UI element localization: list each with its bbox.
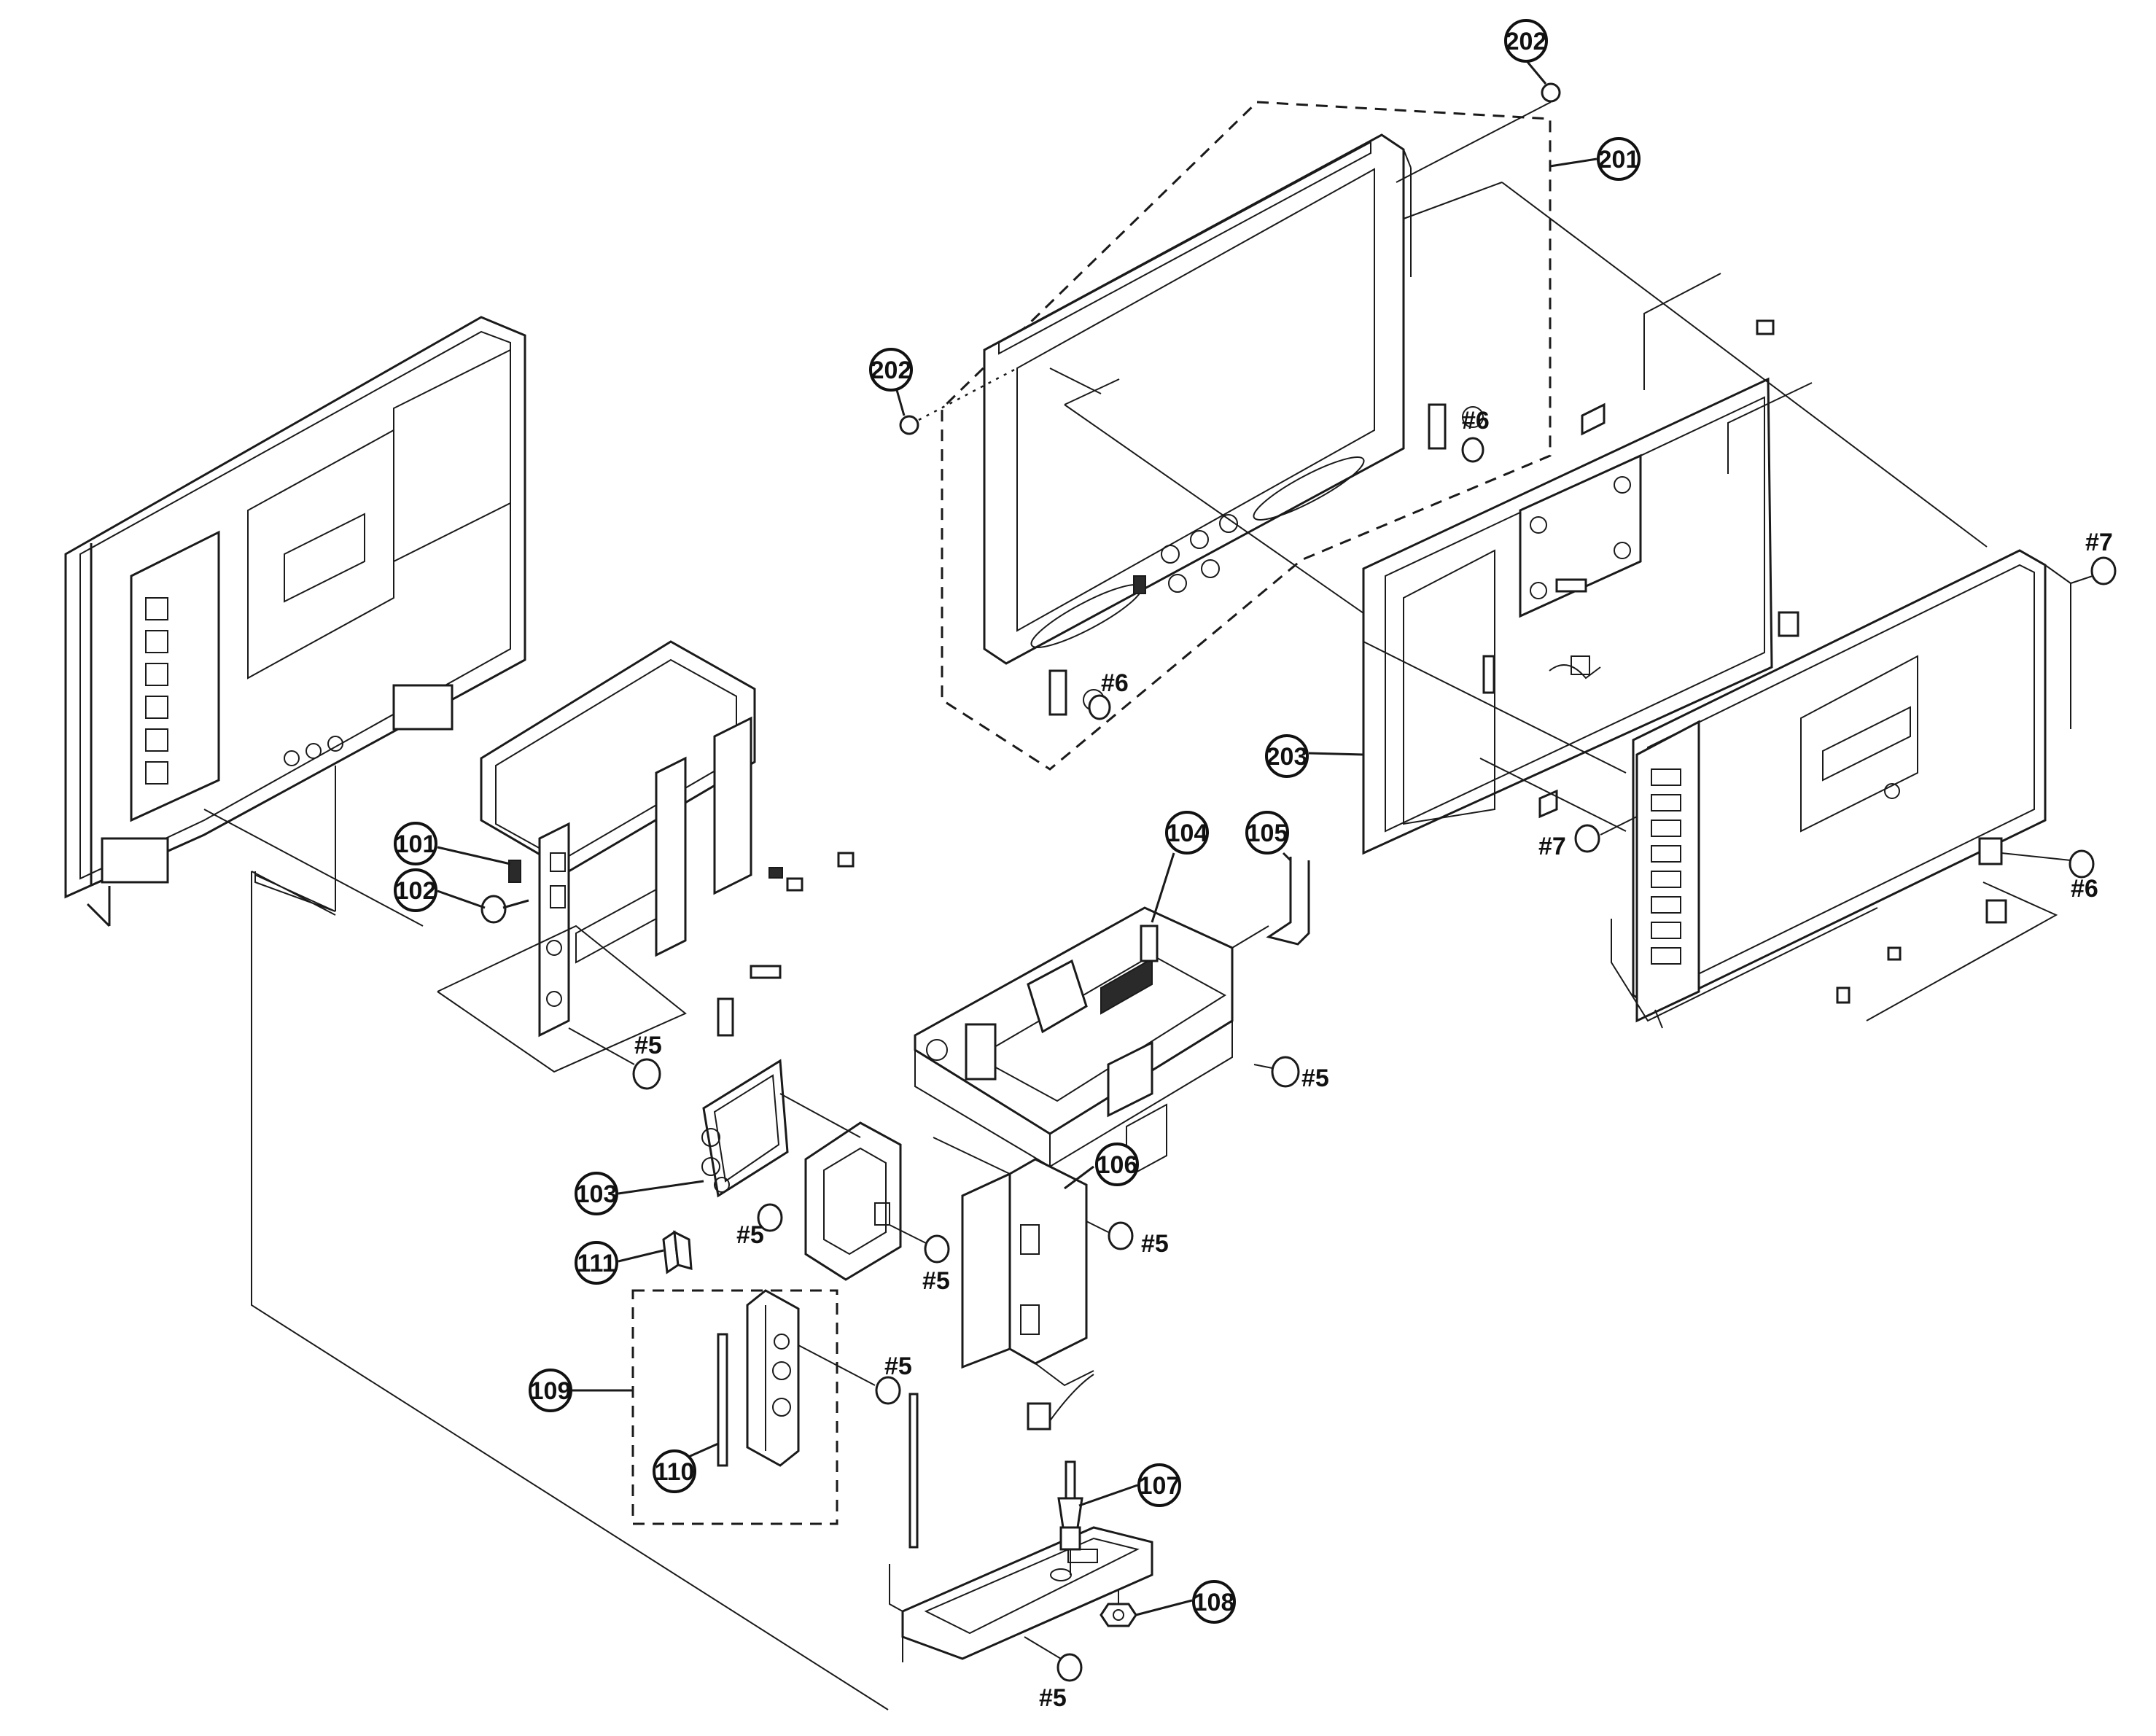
callout-106: 106 [1064, 1143, 1139, 1190]
screw-label-5: #5 [634, 1032, 662, 1059]
left-leader-lines [203, 766, 424, 927]
callout-202-top-label: 202 [1506, 28, 1547, 55]
callout-202-left-label: 202 [871, 357, 912, 384]
panel-203 [1362, 273, 1813, 855]
callout-104: 104 [1151, 811, 1209, 923]
group-109 [631, 1230, 838, 1525]
callout-110: 110 [653, 1442, 719, 1493]
callout-101: 101 [394, 822, 511, 865]
screw-label-6: #6 [1462, 407, 1490, 435]
callout-105: 105 [1245, 811, 1292, 862]
callout-102: 102 [394, 868, 486, 912]
screws [480, 437, 2117, 1682]
callout-109-label: 109 [530, 1377, 572, 1405]
callout-203-label: 203 [1266, 743, 1308, 771]
callout-103: 103 [575, 1172, 704, 1215]
cable-105 [1231, 857, 1310, 949]
screw-label-6: #6 [1101, 669, 1129, 697]
center-bracket-frame [437, 640, 855, 1073]
board-104 [914, 906, 1234, 1179]
left-slot-column [145, 597, 168, 785]
screw-label-5: #5 [1301, 1064, 1329, 1092]
callout-104-label: 104 [1167, 820, 1208, 847]
right-chassis-assembly [1611, 549, 2071, 1029]
callout-108: 108 [1135, 1580, 1236, 1624]
board-106 [933, 1137, 1094, 1387]
callout-202-left: 202 [869, 348, 913, 416]
nut-108 [1100, 1589, 1137, 1627]
callout-201: 201 [1549, 137, 1641, 181]
bracket-mount [779, 1093, 902, 1281]
callout-202-top: 202 [1504, 19, 1548, 85]
screw-label-5: #5 [736, 1221, 764, 1249]
screw-labels: #5 #5 #5 #5 #5 #5 #5 #6 #6 #6 #7 #7 [634, 407, 2113, 1712]
screw-label-5: #5 [1039, 1684, 1067, 1712]
callout-108-label: 108 [1194, 1589, 1235, 1616]
group-201 [899, 82, 1561, 771]
callout-106-label: 106 [1097, 1151, 1138, 1179]
callout-107: 107 [1078, 1463, 1181, 1507]
screw-label-5: #5 [922, 1267, 950, 1295]
board-103 [701, 1059, 789, 1198]
callout-109: 109 [529, 1369, 633, 1412]
callout-105-label: 105 [1247, 820, 1288, 847]
stud-107 [1027, 1374, 1094, 1575]
callout-101-label: 101 [395, 830, 437, 858]
right-slot-column [1651, 768, 1681, 965]
screw-label-6: #6 [2071, 875, 2098, 903]
screw-label-5: #5 [1141, 1230, 1169, 1258]
screw-label-5: #5 [884, 1352, 912, 1380]
callout-103-label: 103 [576, 1180, 618, 1208]
callout-203: 203 [1265, 734, 1364, 778]
callout-110-label: 110 [655, 1458, 695, 1486]
callout-107-label: 107 [1139, 1472, 1180, 1500]
screw-label-7: #7 [2085, 529, 2113, 556]
callout-111-label: 111 [577, 1250, 616, 1277]
callout-102-label: 102 [395, 877, 437, 905]
callout-201-label: 201 [1598, 146, 1640, 174]
bottom-frame [251, 871, 1153, 1710]
connection-leaders [1363, 182, 1988, 832]
screw-label-7: #7 [1538, 833, 1566, 860]
callout-111: 111 [575, 1241, 664, 1285]
left-chassis-assembly [64, 316, 526, 927]
